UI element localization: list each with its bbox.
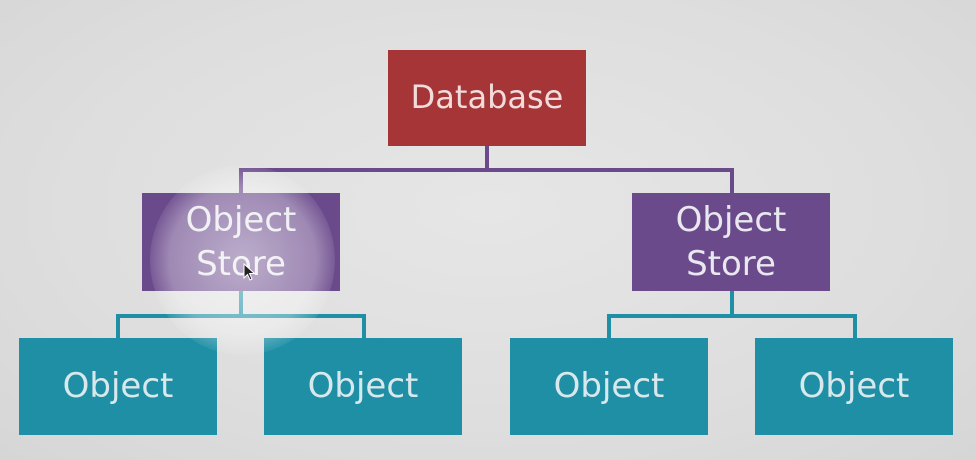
- connector-db-to-store-right: [730, 168, 734, 193]
- object-store-label-line2: Store: [196, 244, 286, 284]
- mouse-pointer-icon: [243, 263, 256, 281]
- object-node-4: Object: [755, 338, 953, 435]
- object-label: Object: [307, 366, 419, 407]
- connector-to-object-2: [362, 314, 366, 338]
- object-node-1: Object: [19, 338, 217, 435]
- connector-to-object-4: [853, 314, 857, 338]
- object-store-label-line1: Object: [185, 199, 297, 240]
- connector-store-right-horizontal: [607, 314, 857, 318]
- database-node: Database: [388, 50, 586, 146]
- connector-db-horizontal: [239, 168, 734, 172]
- object-label: Object: [798, 366, 910, 407]
- object-node-2: Object: [264, 338, 462, 435]
- object-store-node-left: Object Store: [142, 193, 340, 291]
- connector-store-left-horizontal: [116, 314, 366, 318]
- connector-to-object-3: [607, 314, 611, 338]
- database-label: Database: [410, 78, 564, 117]
- connector-db-trunk: [485, 146, 489, 170]
- object-label: Object: [62, 366, 174, 407]
- connector-db-to-store-left: [239, 168, 243, 193]
- object-store-label-line1: Object: [675, 199, 787, 240]
- object-node-3: Object: [510, 338, 708, 435]
- object-store-node-right: Object Store: [632, 193, 830, 291]
- connector-store-right-trunk: [730, 291, 734, 316]
- object-label: Object: [553, 366, 665, 407]
- object-store-label-line2: Store: [686, 244, 776, 284]
- connector-store-left-trunk: [239, 291, 243, 316]
- connector-to-object-1: [116, 314, 120, 338]
